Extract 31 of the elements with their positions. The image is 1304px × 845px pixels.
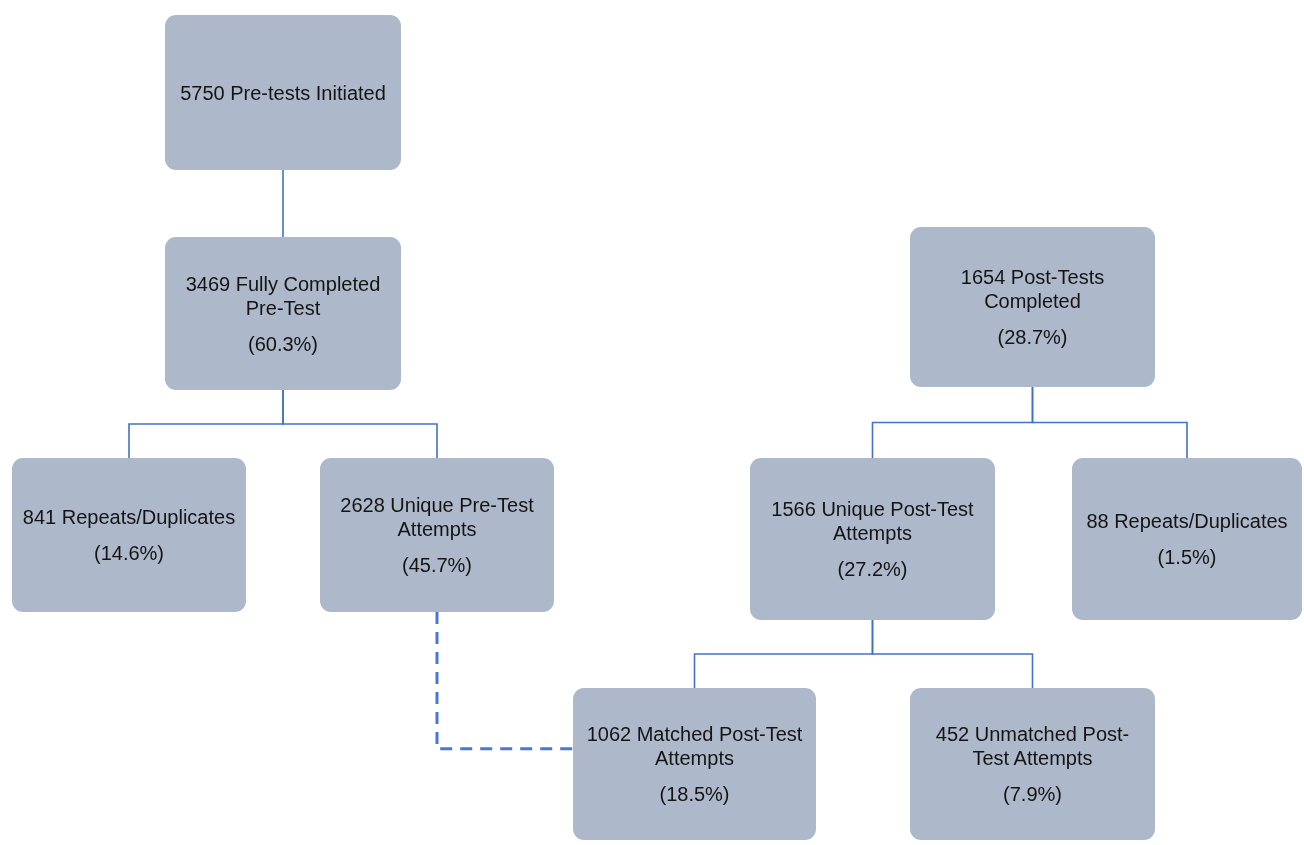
box-text: (27.2%)	[837, 557, 908, 581]
box-text: 1566 Unique Post-Test Attempts	[770, 497, 975, 545]
process-box	[750, 458, 995, 620]
connector-line	[282, 389, 438, 459]
box-text: 5750 Pre-tests Initiated	[180, 80, 386, 105]
box-text: (14.6%)	[94, 541, 164, 565]
box-text: (1.5%)	[1157, 545, 1217, 569]
box-text: 1062 Matched Post-Test Attempts	[585, 722, 804, 770]
box-text: 452 Unmatched Post-Test Attempts	[934, 722, 1131, 770]
box-text: (18.5%)	[659, 782, 730, 806]
box-text: (7.9%)	[1003, 782, 1062, 806]
process-box	[573, 688, 816, 840]
box-text: 3469 Fully Completed Pre-Test	[184, 271, 382, 320]
process-box	[12, 458, 246, 612]
process-box	[320, 458, 554, 612]
process-box	[910, 688, 1155, 840]
process-box	[165, 15, 401, 170]
box-text: 1654 Post-Tests Completed	[959, 265, 1106, 313]
box-text: 841 Repeats/Duplicates	[22, 505, 236, 529]
box-text: (45.7%)	[402, 553, 472, 577]
connector-line	[871, 619, 1034, 689]
box-text: (28.7%)	[997, 325, 1068, 349]
process-box	[1072, 458, 1302, 620]
process-box	[165, 237, 401, 390]
box-text: 2628 Unique Pre-Test Attempts	[339, 493, 535, 541]
connector-line	[1031, 386, 1188, 459]
connector-line	[282, 169, 284, 238]
box-text: (60.3%)	[248, 331, 318, 356]
box-text: 88 Repeats/Duplicates	[1086, 509, 1288, 533]
connector-line	[435, 612, 573, 751]
process-box	[910, 227, 1155, 387]
